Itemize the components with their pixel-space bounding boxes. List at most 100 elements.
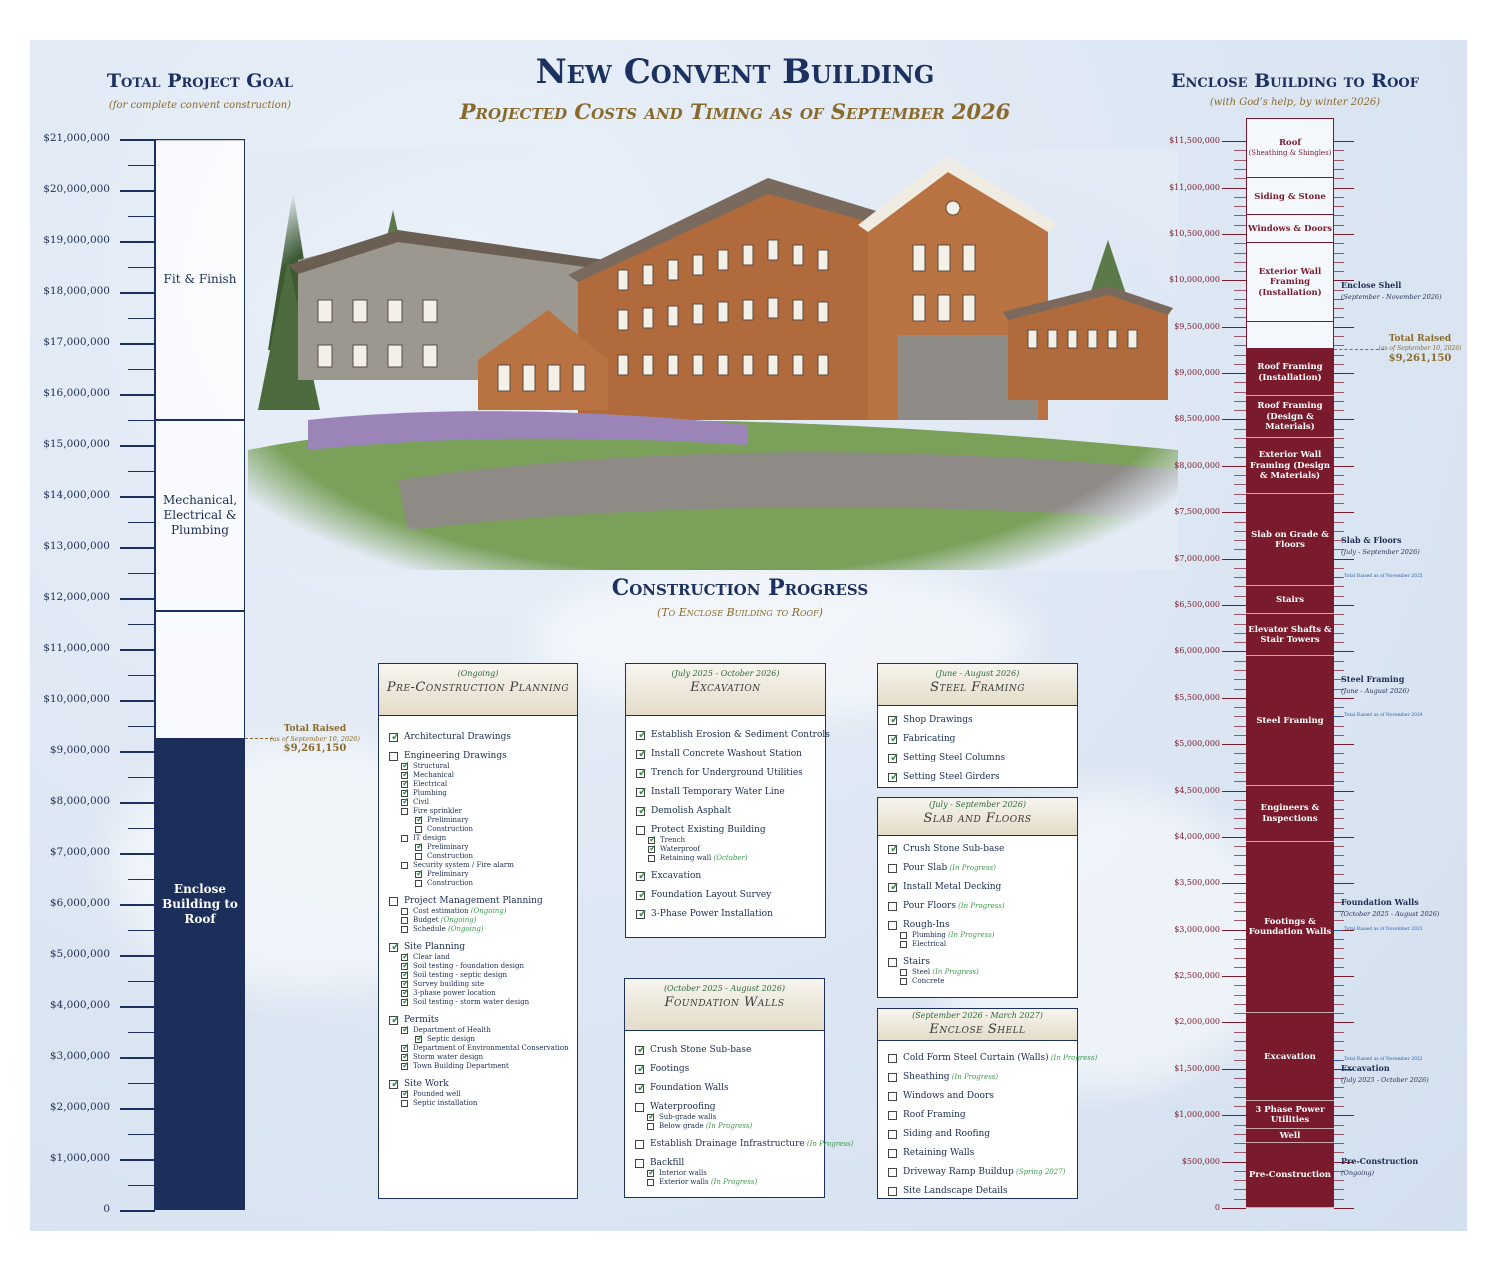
segment-name: Windows & Doors (1247, 224, 1333, 235)
item-text: Footings (650, 1064, 690, 1074)
tick-label: $9,000,000 (1174, 368, 1220, 378)
checkbox (888, 1130, 897, 1139)
check-icon: ✓ (391, 1077, 401, 1090)
tick-major (1222, 883, 1246, 885)
checklist-item: ✓Town Building Department (389, 1061, 567, 1071)
tick-minor (1234, 864, 1246, 866)
tick-minor (1234, 308, 1246, 310)
tick-minor-right (1334, 1087, 1344, 1089)
segment-label: Roof Framing (Installation) (1245, 349, 1335, 396)
goal-segment (1246, 656, 1334, 786)
tick-minor-right (1334, 243, 1344, 245)
segment-label: 3 Phase Power Utilities (1245, 1101, 1335, 1129)
tick-major-right (1334, 1208, 1354, 1209)
tick-label: $6,000,000 (1174, 646, 1220, 656)
check-icon: ✓ (649, 844, 657, 854)
tick-minor-right (1334, 391, 1344, 393)
tick-minor (1234, 456, 1246, 458)
tick-minor-right (1334, 586, 1344, 588)
tick-minor (1234, 150, 1246, 152)
check-icon: ✓ (391, 940, 401, 953)
tick-minor-right (1334, 252, 1344, 254)
tick-minor (1234, 1050, 1246, 1052)
goal-segment (1246, 438, 1334, 494)
tick-major-right (1334, 697, 1354, 699)
tick-major (120, 547, 155, 549)
tick-major (1222, 326, 1246, 328)
tick-minor-right (1334, 298, 1344, 300)
tick-minor (1234, 595, 1246, 597)
checkbox: ✓ (401, 1043, 410, 1053)
checklist-item: Rough-Ins (888, 920, 1067, 931)
tick-minor (128, 572, 155, 574)
right-goal-subtitle: (with God’s help, by winter 2026) (1209, 97, 1381, 108)
check-icon: ✓ (402, 1043, 410, 1053)
tick-minor-right (1334, 336, 1344, 337)
checkbox (900, 941, 907, 948)
tick-major-right (1334, 233, 1354, 235)
tick-minor (1234, 169, 1246, 171)
history-note: Total Raised as of November 2024 (1344, 713, 1423, 719)
tick-minor-right (1334, 1013, 1344, 1015)
tick-minor (1234, 1143, 1246, 1145)
segment-label: Roof Framing (Design & Materials) (1245, 396, 1335, 438)
item-text: Structural (413, 762, 450, 770)
tick-minor (1234, 1041, 1246, 1043)
check-icon: ✓ (638, 728, 648, 741)
tick-minor (1234, 1003, 1246, 1005)
tick-label: 0 (1214, 1203, 1220, 1212)
checkbox: ✓ (648, 835, 657, 845)
checklist-item: Exterior walls (In Progress) (635, 1178, 814, 1187)
tick-major (120, 190, 155, 192)
checkbox: ✓ (401, 988, 410, 998)
tick-minor (1234, 261, 1246, 263)
tick-major (1222, 744, 1246, 746)
check-icon: ✓ (638, 804, 648, 817)
tick-major (120, 445, 155, 447)
tick-minor-right (1334, 159, 1344, 161)
tick-minor-right (1334, 901, 1344, 903)
phase-name: Foundation Walls (1341, 896, 1419, 907)
phase-dates: (September - November 2026) (1341, 292, 1442, 301)
item-text: Steel (912, 968, 931, 976)
goal-segment (1246, 118, 1334, 179)
tick-minor (1234, 809, 1246, 811)
tick-minor (1234, 586, 1246, 588)
item-text: Demolish Asphalt (651, 806, 732, 816)
checklist-item: Septic installation (389, 1099, 567, 1108)
tick-minor-right (1334, 1170, 1344, 1172)
segment-label: Steel Framing (1245, 656, 1335, 786)
item-text: Fire sprinkler (413, 807, 462, 815)
check-icon: ✓ (890, 880, 900, 893)
checkbox (401, 926, 408, 933)
item-text: Install Concrete Washout Station (651, 749, 802, 759)
check-icon: ✓ (637, 1043, 647, 1056)
tick-minor (1234, 957, 1246, 959)
check-icon: ✓ (402, 1052, 410, 1062)
checkbox (900, 932, 907, 939)
tick-minor (128, 215, 155, 217)
tick-minor-right (1334, 1003, 1344, 1005)
checkbox (636, 826, 645, 835)
tick-major-right (1334, 976, 1354, 978)
phase-label: Slab & Floors(July - September 2026) (1341, 535, 1420, 558)
tick-major-right (1334, 790, 1354, 792)
item-text: Project Management Planning (404, 896, 543, 906)
checkbox (389, 752, 398, 761)
tick-minor-right (1334, 855, 1344, 857)
goal-segment (1246, 243, 1334, 323)
tick-minor (1234, 734, 1246, 736)
tick-label: $1,000,000 (1174, 1110, 1220, 1120)
tick-major (120, 1057, 155, 1059)
checklist-item: IT design (389, 834, 567, 843)
tick-minor (1234, 1152, 1246, 1154)
checkbox (888, 921, 897, 930)
item-text: Department of Environmental Conservation (413, 1044, 569, 1052)
checkbox (888, 1168, 897, 1177)
checklist-item: ✓Footings (635, 1063, 814, 1075)
tick-minor-right (1334, 438, 1344, 440)
item-text: Schedule (413, 925, 446, 933)
tick-label: $19,000,000 (43, 234, 110, 246)
panel-dates: (Ongoing) (457, 669, 499, 678)
item-text: Site Work (404, 1079, 449, 1089)
